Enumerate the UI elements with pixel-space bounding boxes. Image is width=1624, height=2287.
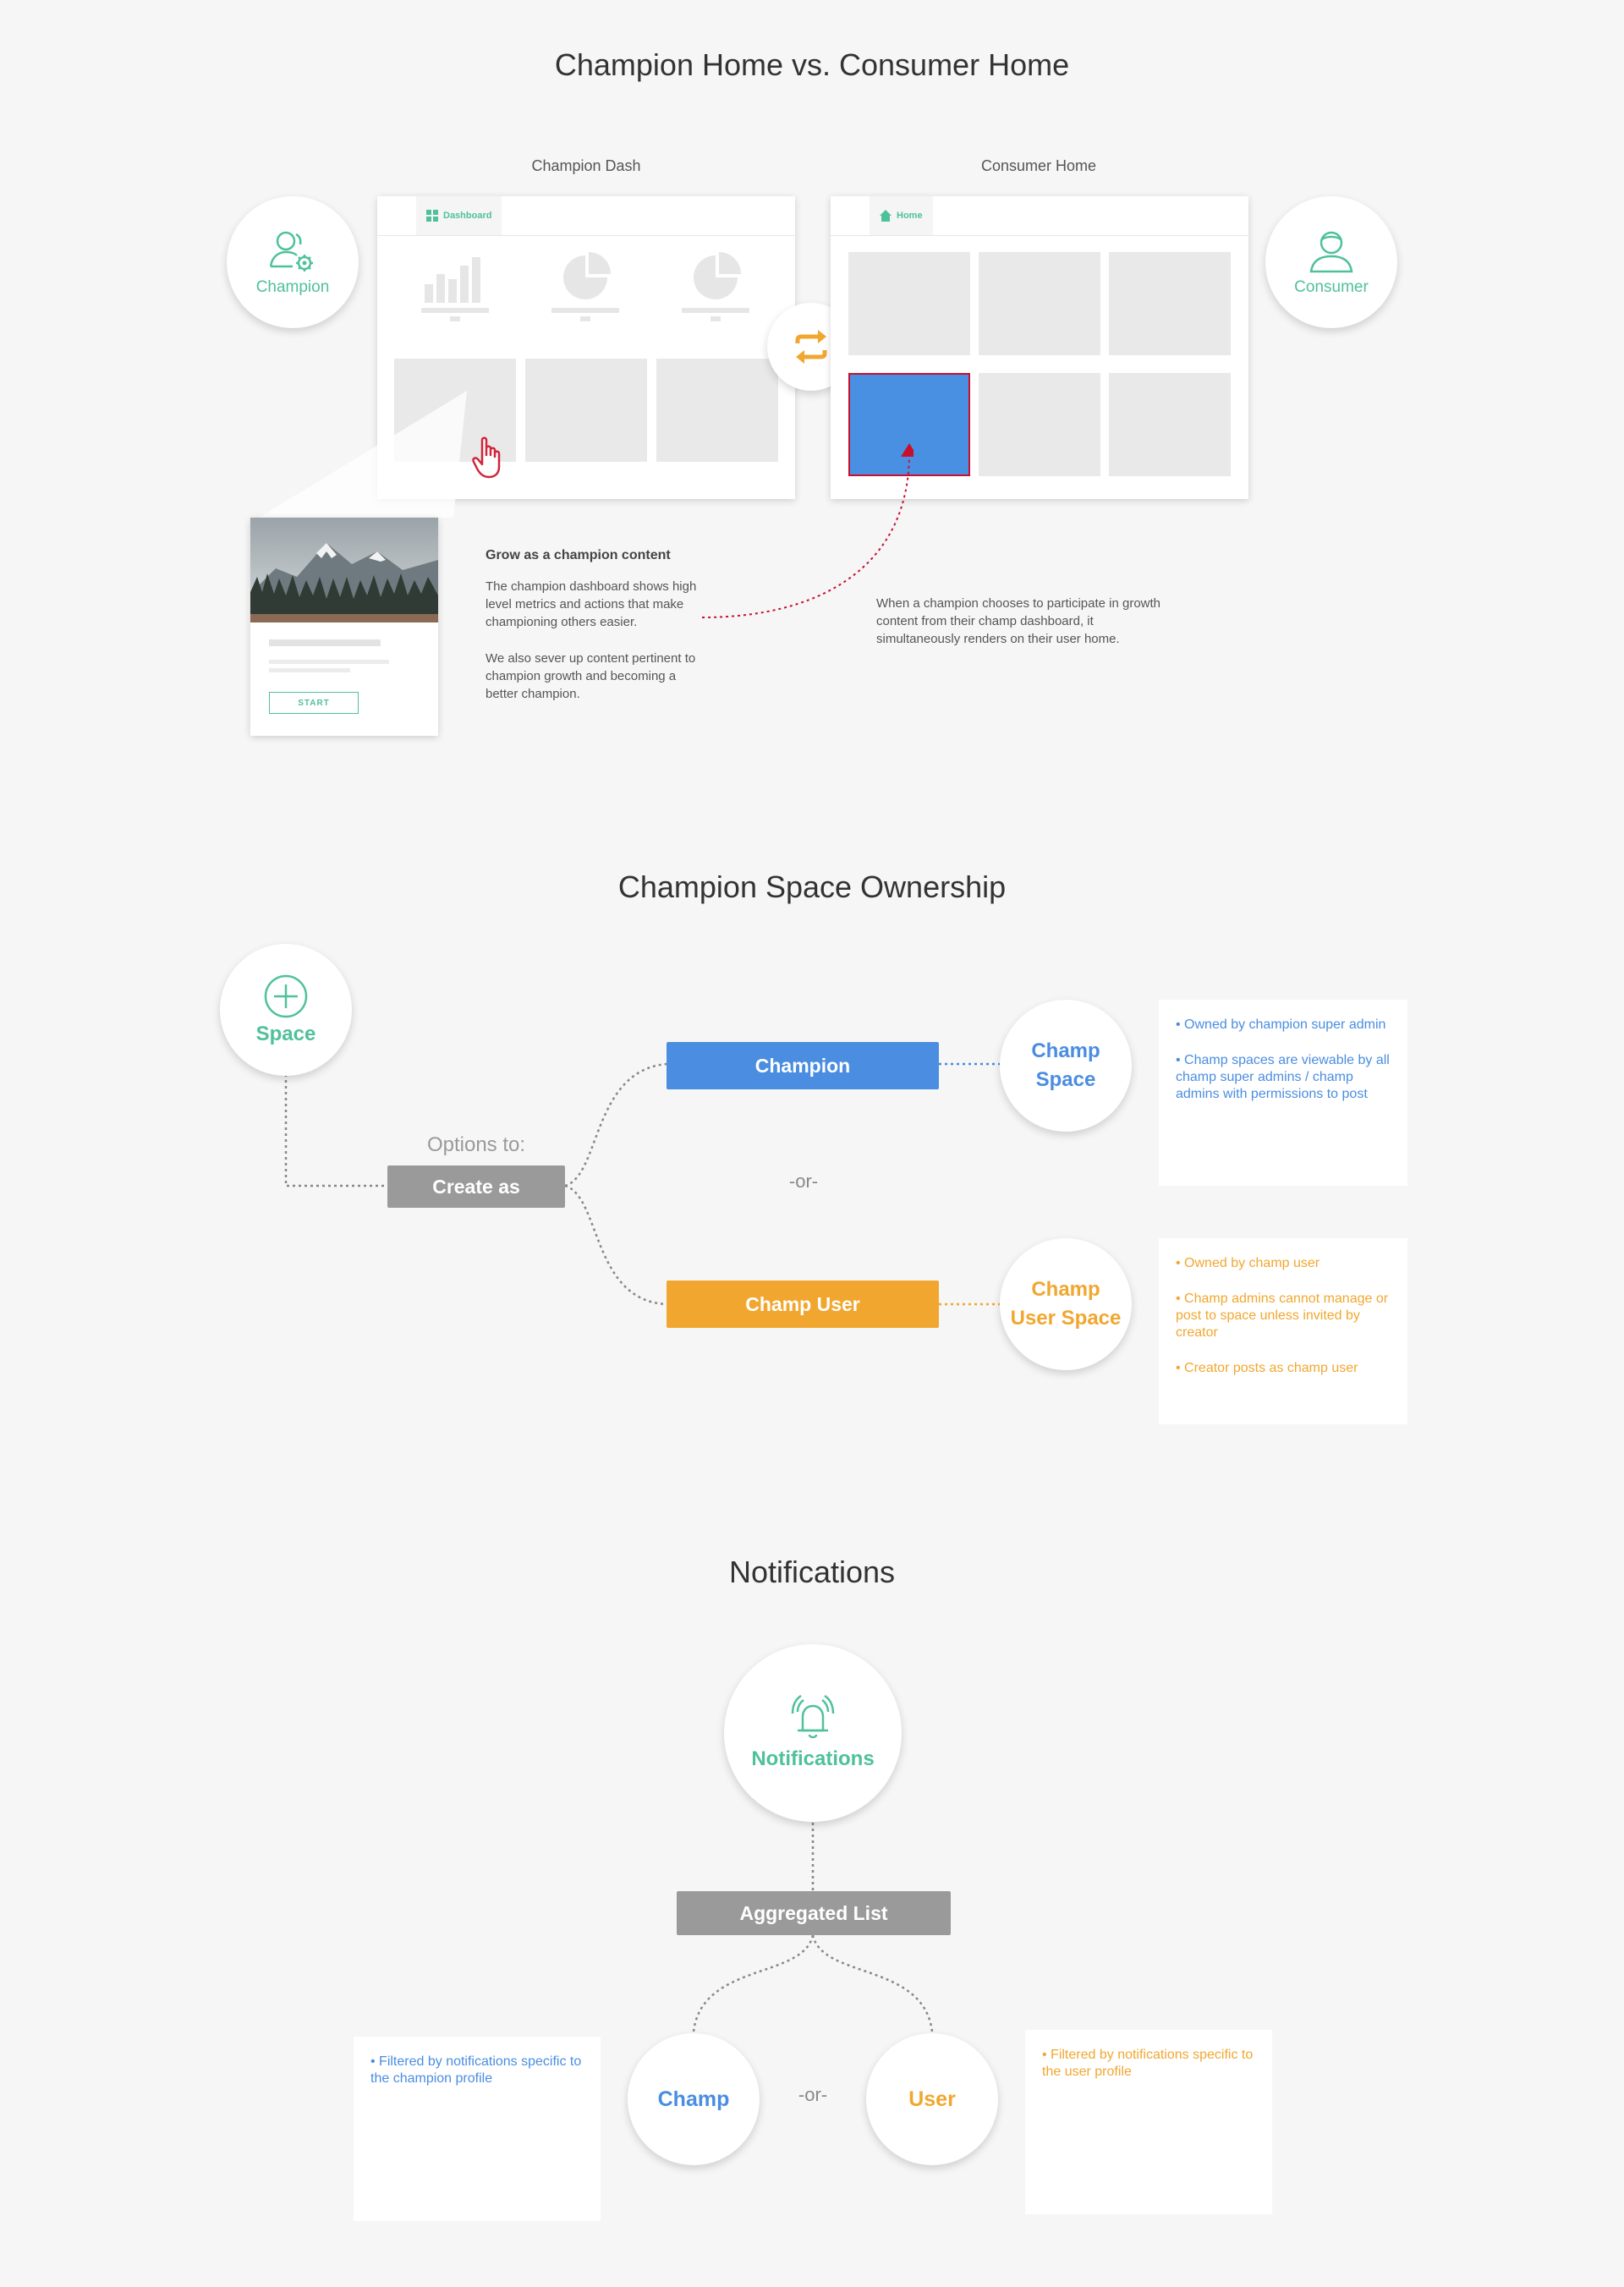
user-notifications-note: • Filtered by notifications specific to … [1025, 2030, 1272, 2214]
user-label: User [908, 2087, 956, 2111]
pie-chart-widget-icon [551, 252, 619, 321]
zoom-callout-wedge [259, 391, 467, 518]
champ-user-space-circle: Champ User Space [1000, 1238, 1132, 1370]
aggregated-list-box: Aggregated List [677, 1891, 951, 1935]
add-circle-icon [264, 974, 308, 1018]
note-item: • Champ admins cannot manage or post to … [1176, 1292, 1389, 1340]
champion-circle-label: Champion [255, 278, 330, 296]
consumer-home-mockup: Home [831, 196, 1248, 499]
section-title-space-ownership: Champion Space Ownership [617, 869, 1007, 904]
champion-role-circle: Champion [227, 196, 359, 328]
champ-user-button[interactable]: Champ User [667, 1281, 939, 1328]
content-tile[interactable] [656, 359, 778, 462]
consumer-role-circle: Consumer [1265, 196, 1397, 328]
note-item: • Filtered by notifications specific to … [1042, 2048, 1254, 2079]
dash-topbar [377, 196, 795, 236]
bell-ringing-icon [791, 1695, 835, 1739]
home-icon [880, 210, 892, 222]
champion-dash-label: Champion Dash [531, 157, 641, 174]
create-as-box: Create as [387, 1165, 565, 1208]
champ-user-space-notes: • Owned by champ user • Champ admins can… [1159, 1238, 1407, 1424]
user-notifications-circle[interactable]: User [866, 2033, 998, 2165]
notifications-circle: Notifications [724, 1644, 902, 1822]
space-label: Space [255, 1023, 316, 1045]
card-text-placeholder [269, 660, 389, 664]
options-label: Options to: [426, 1133, 526, 1156]
content-tile[interactable] [848, 252, 970, 355]
champ-label: Champ [657, 2087, 730, 2111]
dashboard-tab-label: Dashboard [443, 211, 492, 221]
champ-space-label-line2: Space [1035, 1068, 1096, 1091]
champ-notifications-note: • Filtered by notifications specific to … [354, 2037, 601, 2221]
consumer-circle-label: Consumer [1294, 278, 1369, 296]
grow-heading: Grow as a champion content [486, 548, 671, 562]
or-divider: -or- [788, 1171, 819, 1192]
notifications-label: Notifications [751, 1747, 875, 1770]
note-item: • Owned by champ user [1176, 1256, 1320, 1270]
champ-space-circle: Champ Space [1000, 1000, 1132, 1132]
note-item: • Creator posts as champ user [1176, 1361, 1358, 1375]
content-tile[interactable] [1109, 373, 1231, 476]
champ-space-label-line1: Champ [1031, 1039, 1100, 1062]
champion-space-notes: • Owned by champion super admin • Champ … [1159, 1000, 1407, 1186]
space-circle: Space [220, 944, 352, 1076]
mountain-photo [250, 518, 438, 622]
champion-user-gear-icon [269, 231, 313, 271]
content-tile[interactable] [979, 373, 1100, 476]
notification-connectors [692, 1817, 934, 2032]
content-tile[interactable] [525, 359, 647, 462]
home-tab-label: Home [897, 211, 923, 221]
champion-button[interactable]: Champion [667, 1042, 939, 1089]
content-tile[interactable] [1109, 252, 1231, 355]
swap-arrows-icon [795, 330, 827, 364]
champ-user-space-label-line2: User Space [1010, 1307, 1122, 1330]
render-connector-line [701, 443, 914, 618]
consumer-home-label: Consumer Home [980, 157, 1097, 174]
home-topbar [831, 196, 1248, 236]
note-item: • Filtered by notifications specific to … [370, 2054, 582, 2086]
content-tile[interactable] [979, 252, 1100, 355]
section-title-notifications: Notifications [728, 1555, 896, 1589]
pie-chart-widget-icon [682, 252, 749, 321]
grow-paragraph-1: The champion dashboard shows high level … [486, 579, 697, 629]
grow-paragraph-2: We also sever up content pertinent to ch… [486, 651, 696, 701]
render-note: When a champion chooses to participate i… [876, 596, 1161, 646]
growth-content-card: START [250, 518, 438, 736]
note-item: • Champ spaces are viewable by all champ… [1176, 1053, 1390, 1101]
or-divider: -or- [798, 2084, 828, 2105]
note-item: • Owned by champion super admin [1176, 1017, 1386, 1032]
start-button[interactable]: START [269, 692, 359, 714]
dashboard-tab[interactable]: Dashboard [416, 196, 502, 235]
rendered-growth-tile[interactable] [848, 373, 970, 476]
champ-user-space-label-line1: Champ [1031, 1278, 1100, 1301]
card-title-placeholder [269, 639, 381, 646]
card-text-placeholder [269, 668, 350, 672]
home-tab[interactable]: Home [870, 196, 933, 235]
section-title-home-comparison: Champion Home vs. Consumer Home [554, 47, 1070, 82]
consumer-user-icon [1309, 231, 1353, 273]
hand-pointer-icon [472, 436, 501, 479]
champ-notifications-circle[interactable]: Champ [628, 2033, 760, 2165]
bar-chart-widget-icon [421, 257, 489, 321]
dashboard-grid-icon [426, 210, 438, 222]
ownership-connectors [284, 1062, 1000, 1306]
